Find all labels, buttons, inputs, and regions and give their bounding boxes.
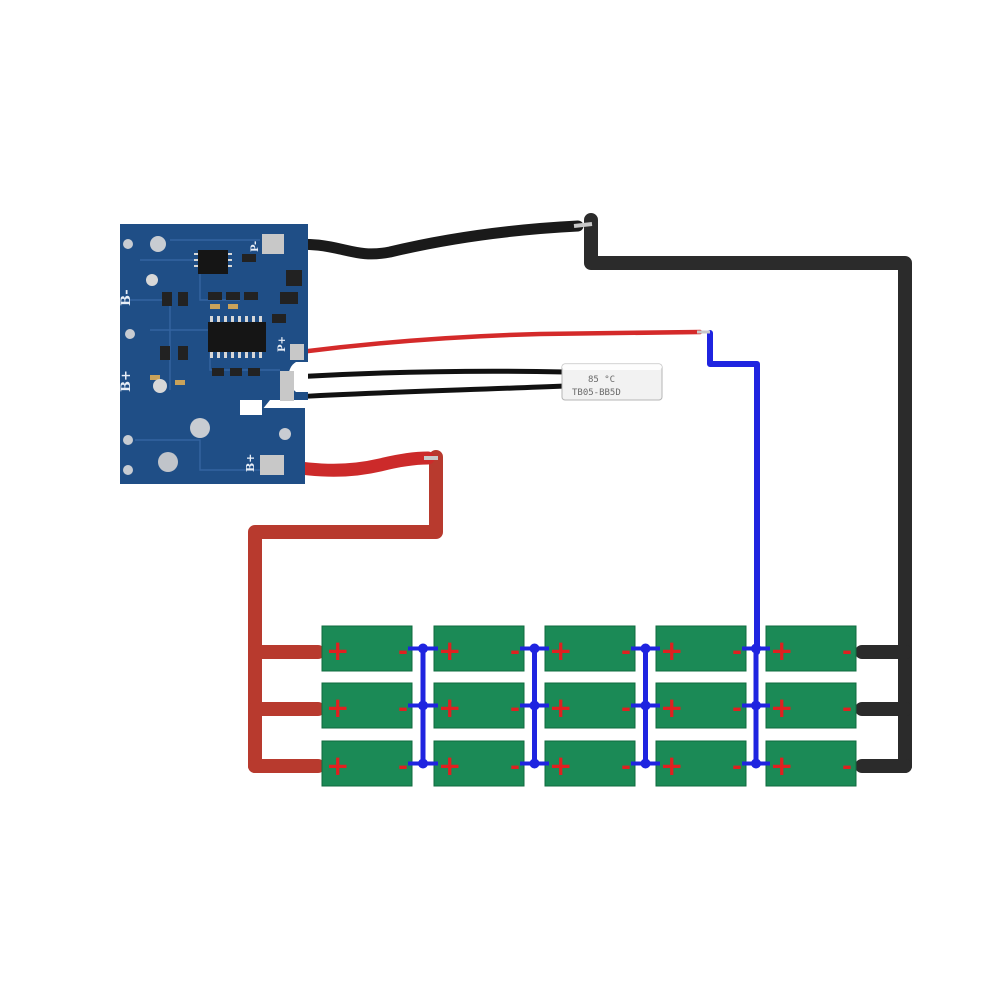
cell-positive-sign: + [438, 691, 461, 724]
battery-cell-body [765, 625, 857, 672]
cell-negative-sign: - [398, 637, 408, 665]
cell-negative-sign: - [621, 637, 631, 665]
battery-cell-body [765, 740, 857, 787]
cell-negative-sign: - [732, 752, 742, 780]
cell-positive-sign: + [770, 634, 793, 667]
series-junction-dot [418, 700, 428, 711]
battery-cell-body [544, 740, 636, 787]
battery-cell: +- [321, 625, 413, 672]
bms-pcb: B- B+ B+ P+ P- [119, 224, 308, 484]
label-b-plus: B+ [119, 370, 134, 392]
cell-negative-sign: - [842, 752, 852, 780]
battery-cell: +- [433, 740, 525, 787]
cell-positive-sign: + [549, 634, 572, 667]
pcb-positive-cable [273, 451, 435, 477]
cell-positive-sign: + [326, 634, 349, 667]
cell-negative-sign: - [621, 694, 631, 722]
battery-cell: +- [655, 682, 747, 729]
series-junction-dot [640, 700, 651, 711]
cell-positive-sign: + [660, 634, 683, 667]
cell-positive-sign: + [660, 749, 683, 782]
cell-positive-sign: + [660, 691, 683, 724]
battery-cell: +- [765, 625, 857, 672]
thermistor-marks: 85 °C [588, 375, 615, 385]
balance-wire [707, 330, 760, 655]
series-junction-dot [751, 643, 761, 654]
cell-negative-sign: - [732, 694, 742, 722]
thermistor-lead-1 [289, 368, 568, 380]
battery-cell-body [321, 682, 413, 729]
battery-cell-body [765, 682, 857, 729]
pad-thermistor [280, 371, 294, 401]
pad-b-minus [262, 234, 284, 254]
cell-positive-sign: + [549, 749, 572, 782]
battery-cell: +- [433, 682, 525, 729]
pcb-negative-cable-tip [573, 222, 593, 228]
battery-cell-body [433, 740, 525, 787]
battery-cell: +- [433, 625, 525, 672]
battery-cell: +- [544, 740, 636, 787]
cell-negative-sign: - [842, 637, 852, 665]
cell-negative-sign: - [398, 752, 408, 780]
battery-cell-body [321, 740, 413, 787]
series-junction-dot [529, 758, 540, 769]
series-junction-dot [418, 643, 428, 654]
battery-cell: +- [321, 682, 413, 729]
pad-b-plus [260, 455, 284, 475]
battery-cell: +- [655, 625, 747, 672]
series-junction-dot [418, 758, 428, 769]
battery-cell-body [544, 625, 636, 672]
battery-cell-body [433, 625, 525, 672]
cell-positive-sign: + [438, 749, 461, 782]
battery-cell: +- [321, 740, 413, 787]
battery-cell-array: +-+-+-+-+-+-+-+-+-+-+-+-+-+-+- [321, 625, 857, 787]
series-junction-dot [529, 700, 540, 711]
cell-negative-sign: - [510, 637, 520, 665]
negative-main-wire [584, 213, 912, 773]
pcb-negative-cable [277, 220, 584, 260]
cell-negative-sign: - [510, 752, 520, 780]
cell-negative-sign: - [732, 637, 742, 665]
cell-negative-sign: - [621, 752, 631, 780]
thermistor-label: TB05-BB5D [572, 388, 621, 398]
cell-positive-sign: + [770, 749, 793, 782]
battery-cell: +- [655, 740, 747, 787]
thermistor-lead-2 [289, 383, 568, 400]
battery-cell-body [321, 625, 413, 672]
battery-cell-body [655, 740, 747, 787]
cell-positive-sign: + [326, 749, 349, 782]
series-junction-dot [751, 700, 761, 711]
cell-positive-sign: + [438, 634, 461, 667]
series-junction-dot [640, 643, 651, 654]
series-junction-dot [751, 758, 761, 769]
battery-cell: +- [544, 625, 636, 672]
cell-negative-sign: - [398, 694, 408, 722]
bms-chip-main [208, 322, 266, 352]
battery-cell: +- [765, 740, 857, 787]
pcb-balance-cable [297, 329, 703, 355]
series-junction-dot [640, 758, 651, 769]
cell-negative-sign: - [842, 694, 852, 722]
pcb-mounting-holes [123, 236, 291, 475]
label-p-plus: P+ [277, 336, 288, 352]
bms-chip-secondary [198, 250, 228, 274]
series-junction-dot [529, 643, 540, 654]
cell-positive-sign: + [326, 691, 349, 724]
battery-cell: +- [765, 682, 857, 729]
battery-cell: +- [544, 682, 636, 729]
thermistor: 85 °C TB05-BB5D [561, 363, 663, 401]
series-connections [408, 643, 770, 769]
label-p-minus: P- [250, 241, 261, 252]
cell-positive-sign: + [770, 691, 793, 724]
cell-positive-sign: + [549, 691, 572, 724]
cell-negative-sign: - [510, 694, 520, 722]
pad-balance [290, 344, 304, 360]
label-b-plus-bottom: B+ [244, 453, 257, 472]
label-b-minus: B- [119, 289, 134, 306]
